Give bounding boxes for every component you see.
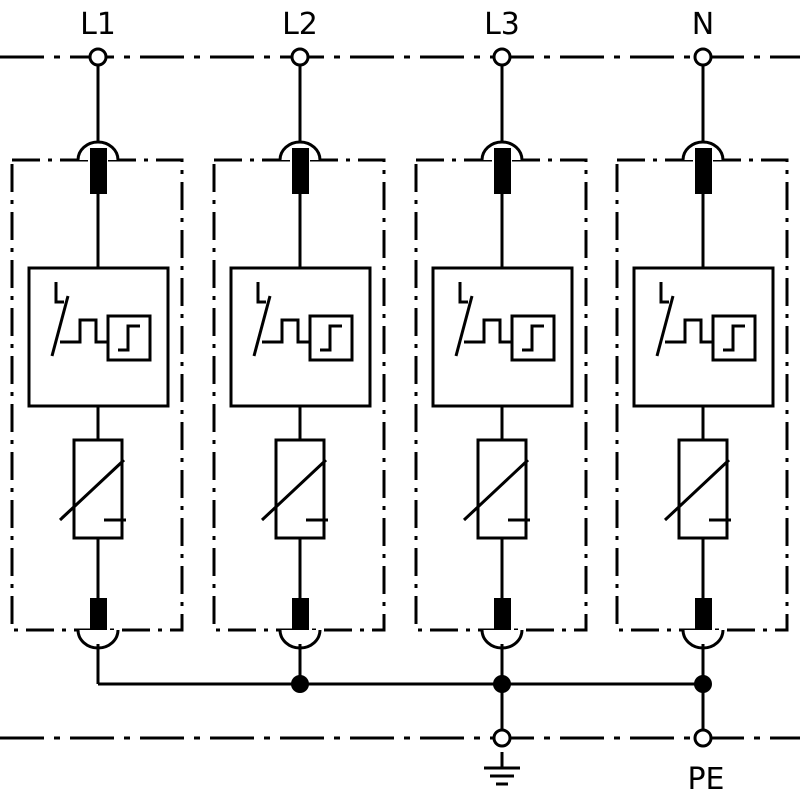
fuse-top: [494, 148, 511, 194]
fuse-top: [90, 148, 107, 194]
varistor-box: [476, 438, 528, 540]
junction-dot: [291, 675, 309, 693]
phase-label-l3: L3: [484, 7, 520, 42]
disconnector-box: [27, 266, 170, 408]
protection-module-l2: [212, 47, 386, 684]
thermal-disconnect-icon: [252, 282, 354, 362]
thermal-disconnect-icon: [454, 282, 556, 362]
terminal-top-l1: [88, 47, 108, 67]
ground-icon: [484, 752, 520, 786]
fuse-top: [292, 148, 309, 194]
terminal-ground: [492, 728, 512, 748]
thermal-disconnect-icon: [655, 282, 757, 362]
varistor-icon: [663, 458, 731, 522]
fuse-top: [695, 148, 712, 194]
varistor-icon: [58, 458, 126, 522]
protection-module-l3: [414, 47, 588, 684]
pe-label: PE: [687, 762, 724, 797]
varistor-box: [677, 438, 729, 540]
terminal-pe: [693, 728, 713, 748]
disconnector-box: [431, 266, 574, 408]
phase-label-l1: L1: [80, 7, 116, 42]
phase-label-l2: L2: [282, 7, 318, 42]
disconnector-box: [229, 266, 372, 408]
terminal-top-l2: [290, 47, 310, 67]
terminal-top-l3: [492, 47, 512, 67]
varistor-icon: [462, 458, 530, 522]
varistor-icon: [260, 458, 328, 522]
protection-module-l1: [10, 47, 184, 684]
protection-module-n: [615, 47, 789, 684]
varistor-box: [72, 438, 124, 540]
disconnector-box: [632, 266, 775, 408]
terminal-top-n: [693, 47, 713, 67]
varistor-box: [274, 438, 326, 540]
phase-label-n: N: [692, 7, 714, 42]
thermal-disconnect-icon: [50, 282, 152, 362]
